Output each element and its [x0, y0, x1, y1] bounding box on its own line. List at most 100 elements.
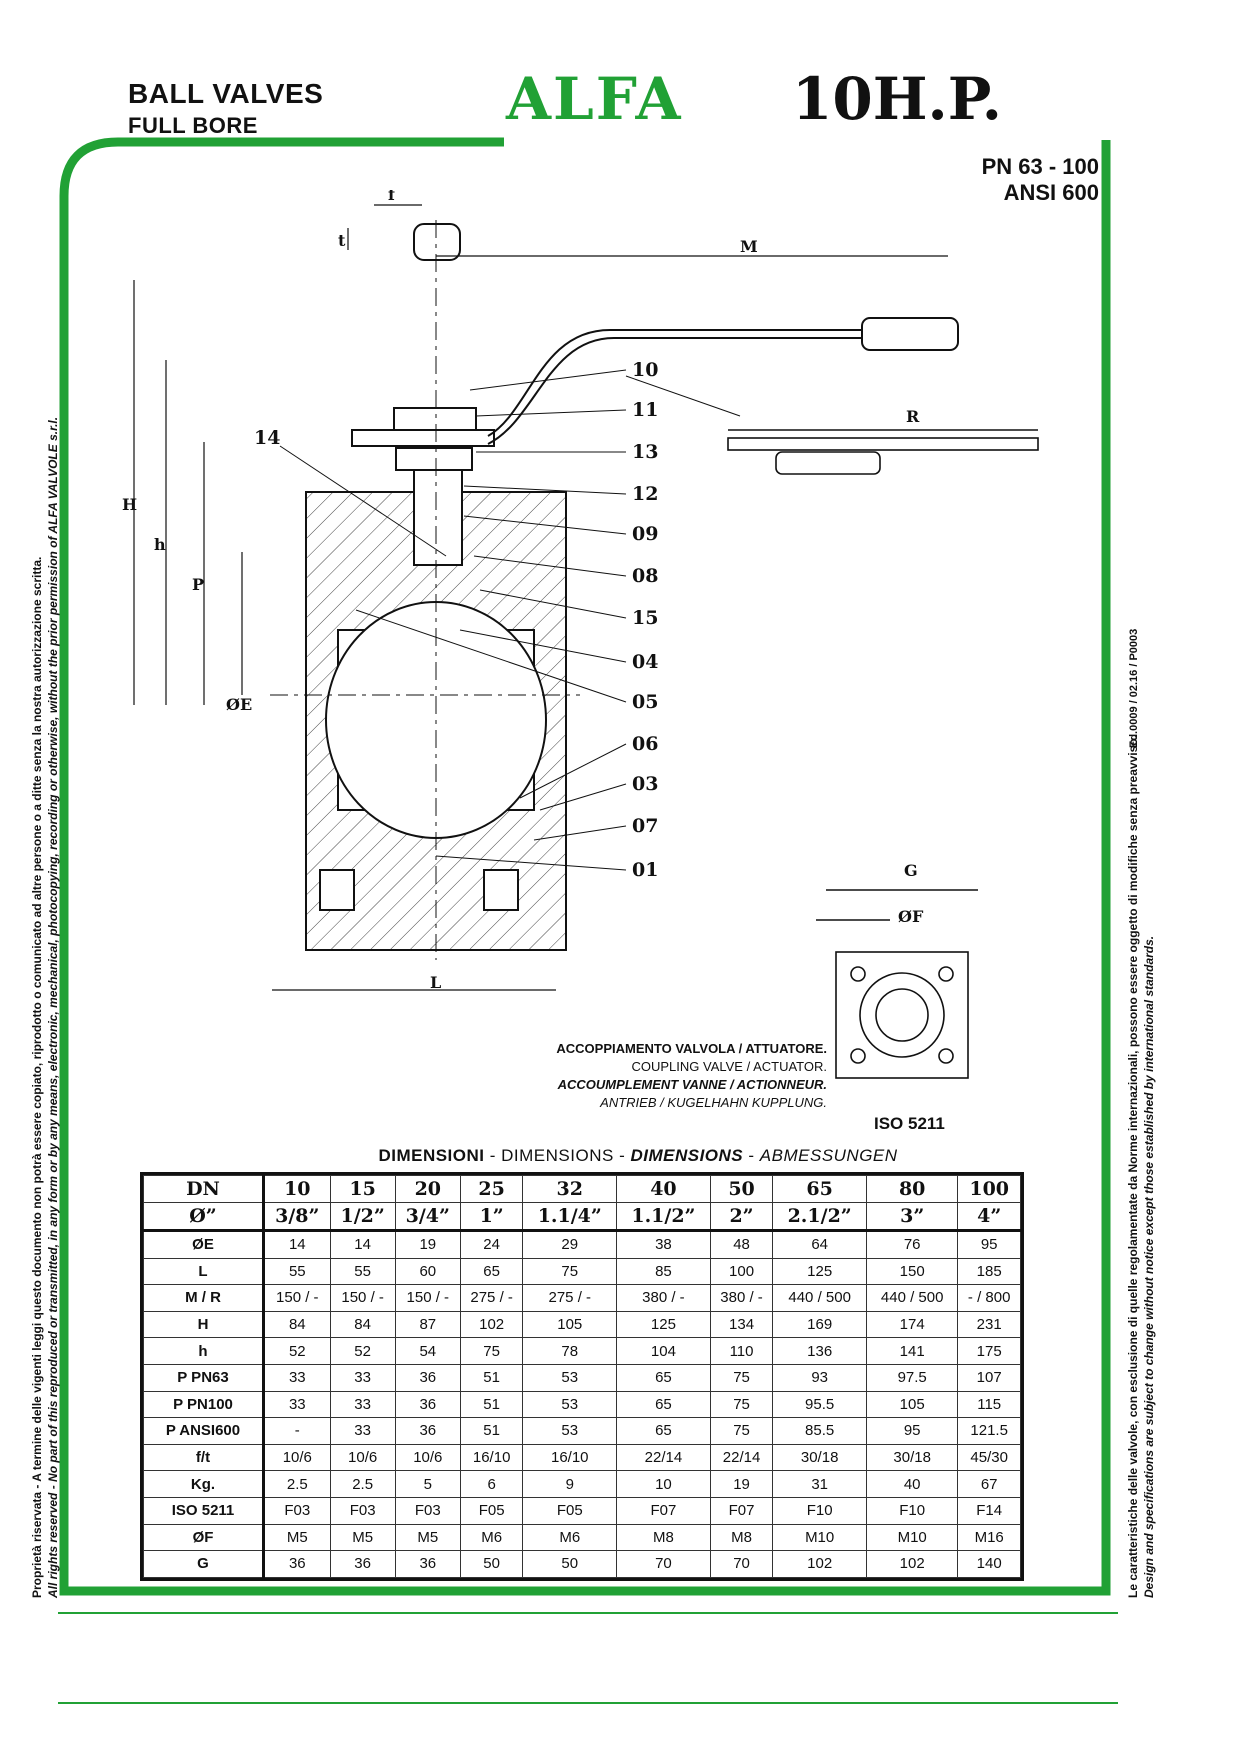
table-cell: 2.5 [329, 1470, 396, 1498]
table-cell: 102 [865, 1550, 959, 1578]
table-cell: 36 [394, 1550, 461, 1578]
table-cell: M5 [394, 1523, 461, 1552]
table-row-label: H [143, 1310, 265, 1339]
table-cell: 51 [459, 1417, 524, 1445]
spec-notice-it: Le caratteristiche delle valvole, con es… [1126, 735, 1140, 1598]
table-cell: 150 / - [394, 1284, 461, 1312]
table-cell: 30/18 [772, 1443, 867, 1472]
table-cell: 105 [865, 1390, 959, 1419]
table-cell: 85.5 [772, 1417, 867, 1445]
dim-label-t: t [338, 231, 346, 250]
table-cell: 110 [709, 1337, 774, 1365]
table-cell: F07 [616, 1496, 711, 1525]
dim-label-g: G [904, 861, 918, 880]
table-header-cell: 100 [957, 1175, 1021, 1203]
table-cell: 33 [263, 1363, 331, 1392]
table-cell: 95.5 [772, 1390, 867, 1419]
table-cell: 60 [394, 1257, 461, 1286]
table-header-cell: 80 [865, 1175, 959, 1203]
table-cell: F03 [394, 1496, 461, 1525]
table-header-cell: 1/2” [329, 1202, 396, 1232]
table-cell: F07 [709, 1496, 774, 1525]
part-number: 13 [632, 441, 658, 463]
table-cell: 65 [459, 1257, 524, 1286]
dimensions-heading-sep: - [748, 1146, 755, 1165]
table-row-label: ØE [143, 1230, 265, 1259]
table-cell: 30/18 [865, 1443, 959, 1472]
table-cell: 70 [709, 1550, 774, 1578]
table-cell: 10/6 [329, 1443, 396, 1472]
dim-label-l: L [430, 973, 441, 992]
table-cell: 102 [459, 1310, 524, 1339]
table-cell: 175 [957, 1337, 1021, 1365]
table-header-cell: 3/8” [263, 1202, 331, 1232]
table-cell: M8 [709, 1523, 774, 1552]
table-row-label: G [143, 1550, 265, 1578]
table-cell: 50 [459, 1550, 524, 1578]
table-cell: 10 [616, 1470, 711, 1498]
part-number: 08 [632, 565, 658, 587]
table-cell: 33 [329, 1390, 396, 1419]
part-number: 07 [632, 815, 658, 837]
table-cell: 150 [865, 1257, 959, 1286]
table-cell: 95 [865, 1417, 959, 1445]
table-cell: F14 [957, 1496, 1021, 1525]
table-cell: 51 [459, 1363, 524, 1392]
table-cell: 36 [329, 1550, 396, 1578]
table-cell: 16/10 [459, 1443, 524, 1472]
table-cell: 275 / - [522, 1284, 618, 1312]
iso-5211-label: ISO 5211 [874, 1114, 945, 1133]
table-cell: M5 [329, 1523, 396, 1552]
title-ball-valves: BALL VALVES [128, 78, 324, 109]
table-cell: 33 [329, 1417, 396, 1445]
table-cell: F10 [865, 1496, 959, 1525]
table-row-label: h [143, 1337, 265, 1365]
table-row-label: ØF [143, 1523, 265, 1552]
coupling-line-it: ACCOPPIAMENTO VALVOLA / ATTUATORE. [556, 1041, 827, 1056]
table-cell: 36 [394, 1390, 461, 1419]
table-row-label: P PN100 [143, 1390, 265, 1419]
table-cell: 125 [616, 1310, 711, 1339]
table-cell: 75 [522, 1257, 618, 1286]
table-header-cell: 15 [329, 1175, 396, 1203]
handle-grip [861, 317, 959, 351]
table-cell: 29 [522, 1230, 618, 1259]
table-cell: 31 [772, 1470, 867, 1498]
dim-label-f-diameter: ØF [898, 907, 924, 926]
rights-notice-en: All rights reserved - No part of this re… [46, 416, 60, 1598]
table-cell: 52 [329, 1337, 396, 1365]
table-cell: 52 [263, 1337, 331, 1365]
table-cell: F05 [459, 1496, 524, 1525]
brand-model-name: 10H.P. [792, 65, 1002, 133]
table-header-cell: 10 [263, 1175, 331, 1203]
table-cell: - [263, 1417, 331, 1445]
table-cell: 75 [709, 1417, 774, 1445]
table-cell: 40 [865, 1470, 959, 1498]
table-cell: 22/14 [709, 1443, 774, 1472]
table-cell: 65 [616, 1390, 711, 1419]
coupling-notes: ACCOPPIAMENTO VALVOLA / ATTUATORE. COUPL… [556, 1040, 827, 1112]
table-cell: F03 [263, 1496, 331, 1525]
table-header-cell: 2” [709, 1202, 774, 1232]
table-cell: 115 [957, 1390, 1021, 1419]
part-number: 15 [632, 607, 658, 629]
part-number: 03 [632, 773, 658, 795]
table-cell: - / 800 [957, 1284, 1021, 1312]
table-row-label: M / R [143, 1284, 265, 1312]
table-cell: M10 [772, 1523, 867, 1552]
pressure-rating: PN 63 - 100 ANSI 600 [982, 154, 1099, 206]
table-header-cell: 50 [709, 1175, 774, 1203]
table-cell: 53 [522, 1390, 618, 1419]
table-cell: M6 [459, 1523, 524, 1552]
handle-lever [487, 329, 862, 437]
brand-logo-alfa: ALFA [506, 65, 683, 133]
spec-notice-en: Design and specifications are subject to… [1142, 935, 1156, 1598]
table-cell: 33 [329, 1363, 396, 1392]
dim-label-m: M [740, 237, 758, 256]
